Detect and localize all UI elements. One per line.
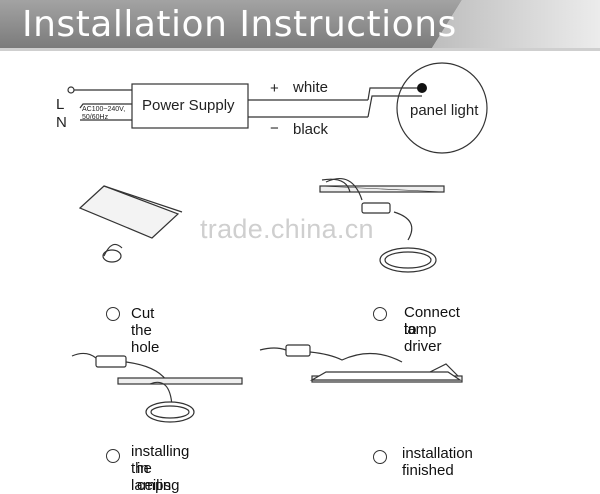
connection-dot (417, 83, 427, 93)
positive-sign: + (270, 80, 279, 97)
terminal-dot (67, 86, 75, 94)
step-marker-circle (373, 450, 387, 464)
step-marker-circle (106, 307, 120, 321)
black-wire-label: black (293, 121, 329, 138)
connect-driver-illustration (319, 178, 445, 273)
installation-diagram (67, 62, 488, 423)
input-spec-frequency: 50/60Hz (82, 114, 109, 121)
step-label-line2: finished (402, 462, 454, 479)
step-marker-circle (106, 449, 120, 463)
input-spec-voltage: AC100~240V, (82, 106, 126, 113)
finished-illustration (259, 344, 463, 383)
watermark: trade.china.cn (200, 214, 374, 244)
wiring-diagram (67, 62, 488, 154)
line-terminal-label: L (56, 96, 65, 113)
step-label: Cut the hole (131, 305, 160, 356)
power-supply-box (131, 83, 249, 129)
step-marker-circle (373, 307, 387, 321)
installing-illustration (71, 352, 243, 423)
power-supply-label: Power Supply (142, 97, 235, 114)
step-label-line2: in ceiling (137, 460, 180, 494)
panel-light-label: panel light (410, 102, 479, 119)
white-wire-label: white (293, 79, 329, 96)
header-banner (0, 0, 600, 51)
step-label: Connect lamp (404, 304, 460, 338)
neutral-terminal-label: N (56, 114, 67, 131)
cut-hole-illustration (78, 185, 183, 263)
step-label-line2: to driver (404, 321, 442, 355)
page-title: Installation Instructions (22, 4, 457, 45)
step-label: installation (402, 445, 473, 462)
panel-light-circle (396, 62, 488, 154)
negative-sign: − (270, 120, 279, 137)
